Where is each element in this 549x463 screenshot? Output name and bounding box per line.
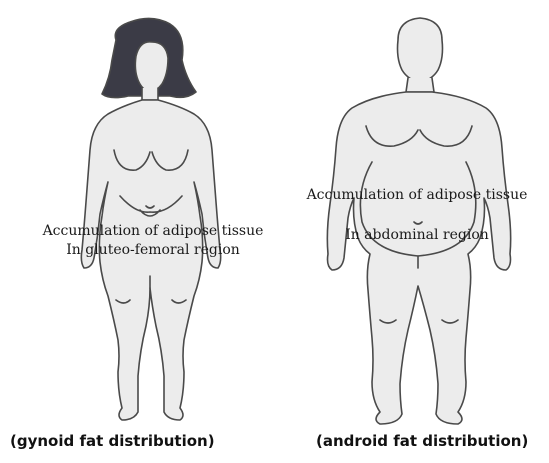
gynoid-figure [81, 18, 220, 420]
gynoid-annotation-line1: Accumulation of adipose tissue [15, 222, 291, 241]
gynoid-body-outline [81, 100, 220, 420]
neck-shape [406, 78, 434, 92]
android-body-outline [327, 92, 510, 424]
gynoid-annotation-line2: In gluteo-femoral region [15, 241, 291, 260]
gynoid-caption: (gynoid fat distribution) [10, 432, 215, 450]
android-figure [327, 18, 510, 424]
android-annotation-line1: Accumulation of adipose tissue [282, 186, 549, 205]
android-annotation-line1-box: Accumulation of adipose tissue [282, 186, 549, 205]
neck-shape [142, 88, 158, 100]
head-shape [398, 18, 443, 82]
android-annotation-line2: In abdominal region [292, 226, 542, 245]
gynoid-annotation: Accumulation of adipose tissue In gluteo… [15, 222, 291, 260]
android-caption: (android fat distribution) [316, 432, 528, 450]
android-annotation-line2-box: In abdominal region [292, 226, 542, 245]
